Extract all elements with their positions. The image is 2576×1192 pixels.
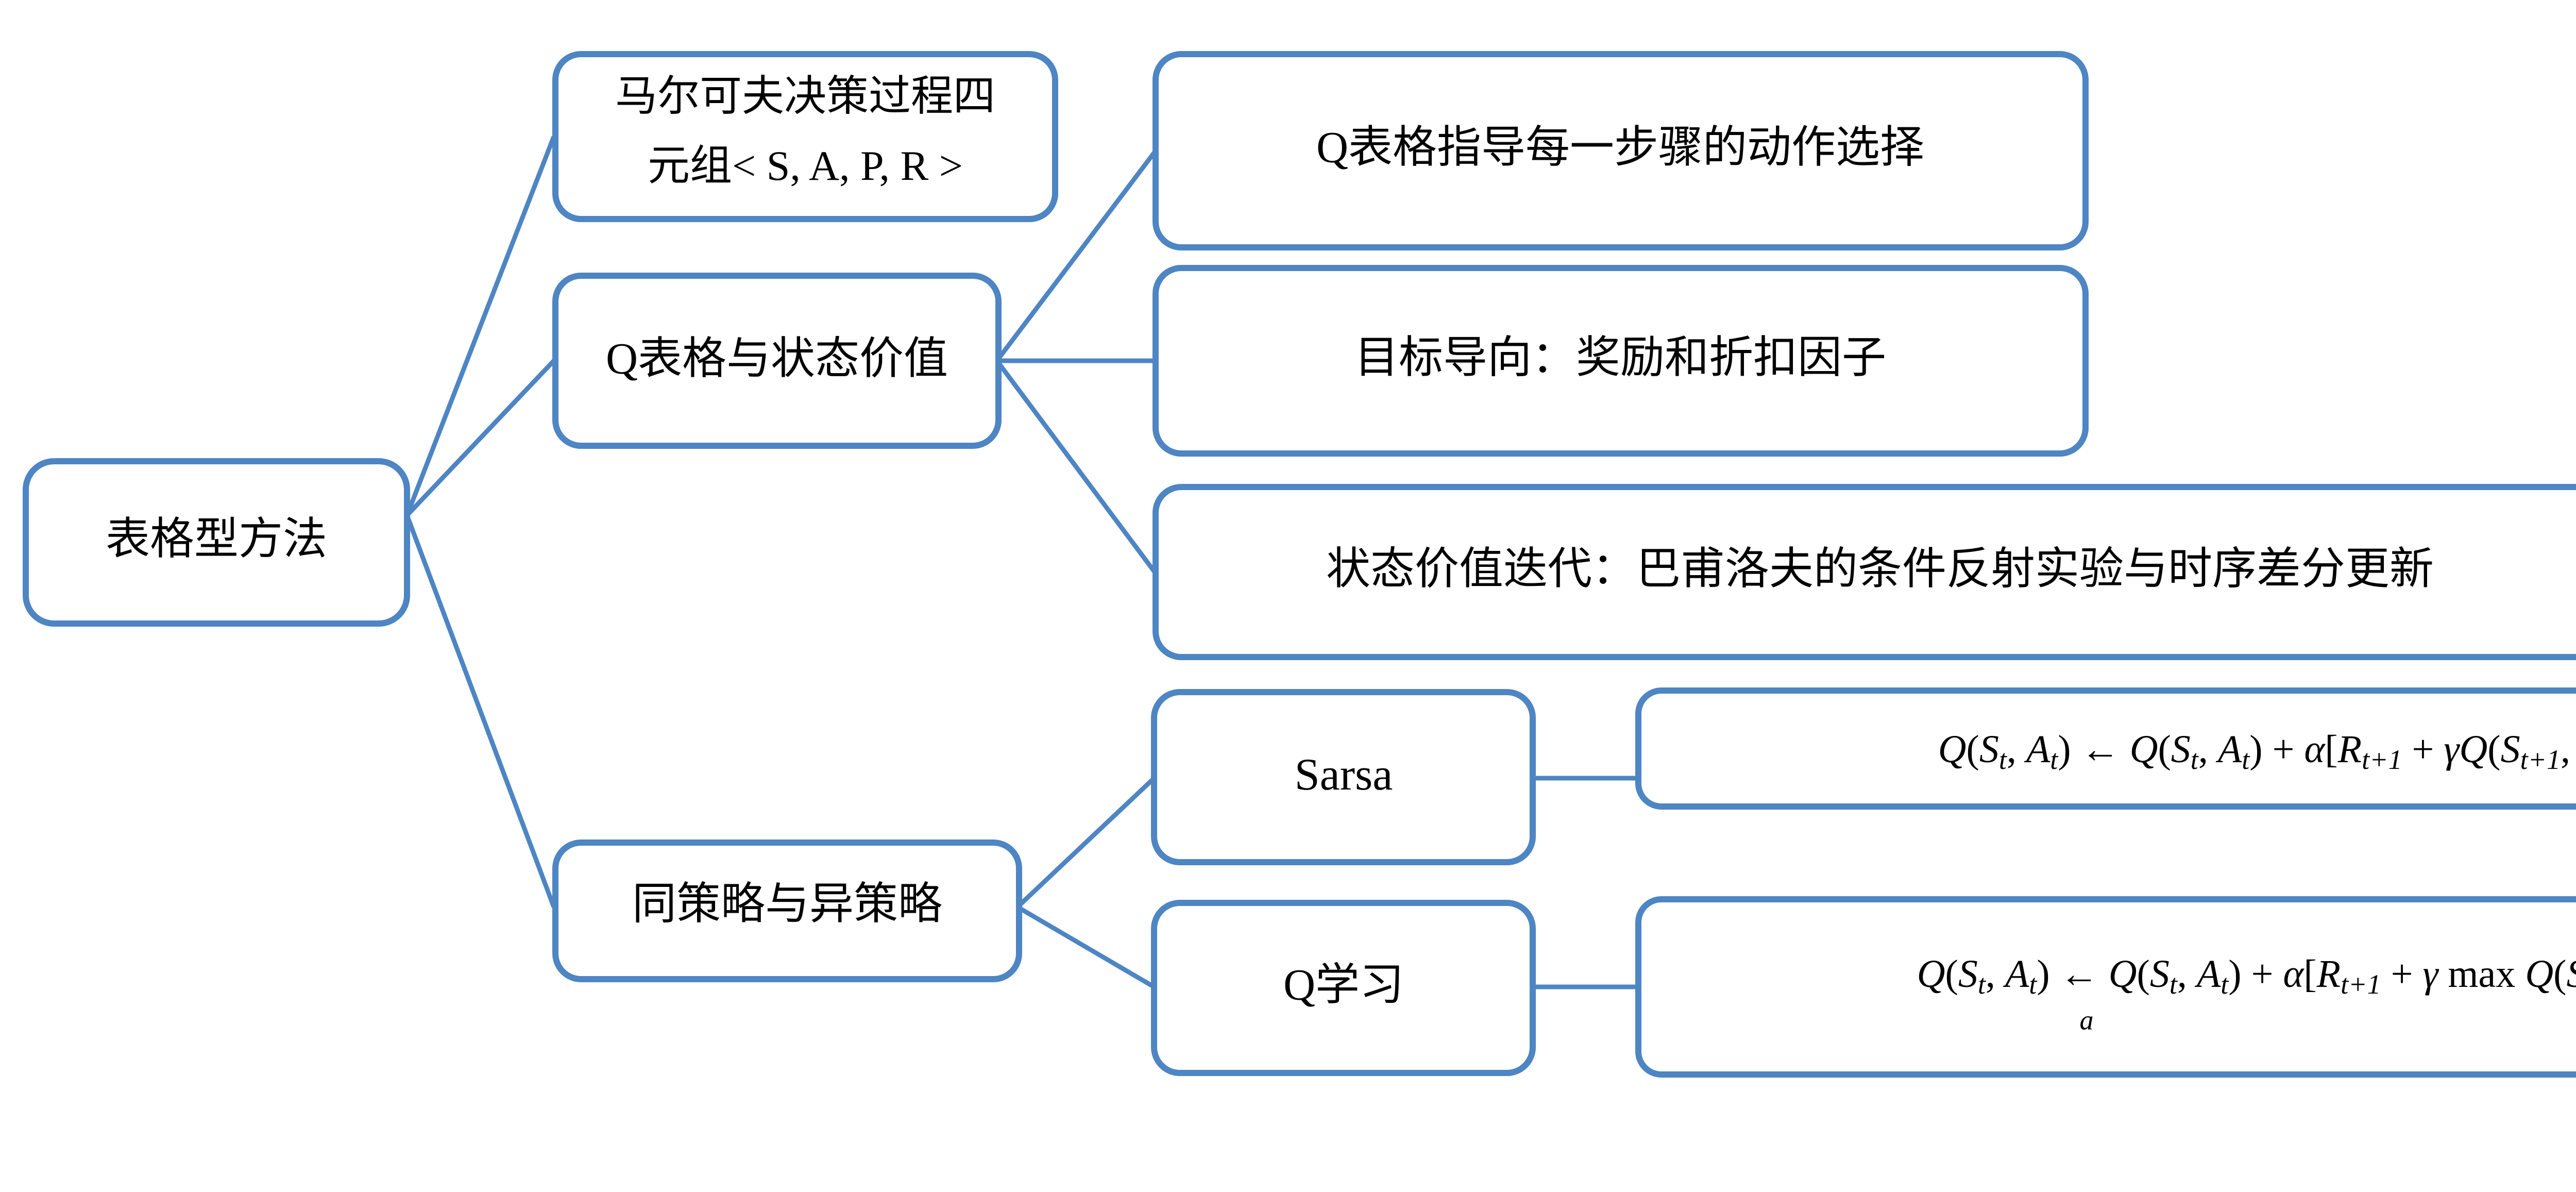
q-learning-max-subscript: a (2080, 1004, 2094, 1035)
mdp-label-line1: 马尔可夫决策过程四 (615, 73, 995, 120)
goal-oriented-box[interactable] (1153, 265, 2089, 457)
mdp-box[interactable] (552, 51, 1058, 222)
connector-root-to-qtable (405, 359, 556, 517)
connector-qtable-to-state-value (995, 359, 1159, 576)
q-table-state-value-label: Q表格与状态价值 (606, 334, 948, 383)
connector-qtable-to-action-selection (995, 148, 1159, 362)
node-state-value-iteration[interactable]: 状态价值迭代：巴甫洛夫的条件反射实验与时序差分更新 (1153, 484, 2576, 660)
connector-group-qtable (995, 148, 1159, 576)
state-value-iteration-label: 状态价值迭代：巴甫洛夫的条件反射实验与时序差分更新 (1326, 544, 2434, 594)
q-table-action-selection-box[interactable] (1153, 51, 2089, 250)
q-learning-formula-text: Q(St, At) ← Q(St, At) + α[Rt+1 + γ max Q… (1917, 952, 2576, 1000)
node-q-learning[interactable]: Q学习 (1151, 900, 1536, 1076)
root-label: 表格型方法 (106, 514, 327, 564)
sarsa-box[interactable] (1151, 689, 1536, 865)
root-box[interactable] (23, 458, 410, 627)
connector-policy-to-sarsa (1015, 776, 1156, 909)
node-q-table-action-selection[interactable]: Q表格指导每一步骤的动作选择 (1153, 51, 2089, 250)
node-root[interactable]: 表格型方法 (23, 458, 410, 627)
q-learning-box[interactable] (1151, 900, 1536, 1076)
state-value-iteration-box[interactable] (1153, 484, 2576, 660)
node-sarsa[interactable]: Sarsa (1151, 689, 1536, 865)
node-sarsa-formula[interactable]: Q(St, At) ← Q(St, At) + α[Rt+1 + γQ(St+1… (1635, 687, 2576, 810)
q-learning-label: Q学习 (1283, 960, 1404, 1010)
q-table-state-value-box[interactable] (552, 273, 1002, 449)
on-policy-off-policy-box[interactable] (552, 840, 1022, 982)
connector-root-to-mdp (404, 136, 556, 516)
node-on-policy-off-policy[interactable]: 同策略与异策略 (552, 840, 1022, 982)
q-learning-formula-box[interactable] (1635, 896, 2576, 1078)
q-table-action-selection-label: Q表格指导每一步骤的动作选择 (1316, 123, 1924, 172)
goal-oriented-label: 目标导向：奖励和折扣因子 (1354, 333, 1886, 382)
connector-root-to-policy (404, 514, 556, 908)
node-q-learning-formula[interactable]: Q(St, At) ← Q(St, At) + α[Rt+1 + γ max Q… (1635, 896, 2576, 1078)
sarsa-label: Sarsa (1295, 750, 1393, 800)
node-q-table-state-value[interactable]: Q表格与状态价值 (552, 273, 1002, 449)
connector-group-policy (1015, 776, 1156, 989)
connector-group-formulas (1533, 776, 1638, 989)
node-goal-oriented[interactable]: 目标导向：奖励和折扣因子 (1153, 265, 2089, 457)
mdp-label-line2: 元组< S, A, P, R > (648, 142, 963, 189)
node-mdp[interactable]: 马尔可夫决策过程四 元组< S, A, P, R > (552, 51, 1058, 222)
sarsa-formula-text: Q(St, At) ← Q(St, At) + α[Rt+1 + γQ(St+1… (1938, 728, 2576, 775)
connector-policy-to-qlearning (1016, 905, 1156, 989)
connector-group-root (404, 136, 556, 908)
on-policy-off-policy-label: 同策略与异策略 (632, 879, 942, 929)
sarsa-formula-box[interactable] (1635, 687, 2576, 810)
